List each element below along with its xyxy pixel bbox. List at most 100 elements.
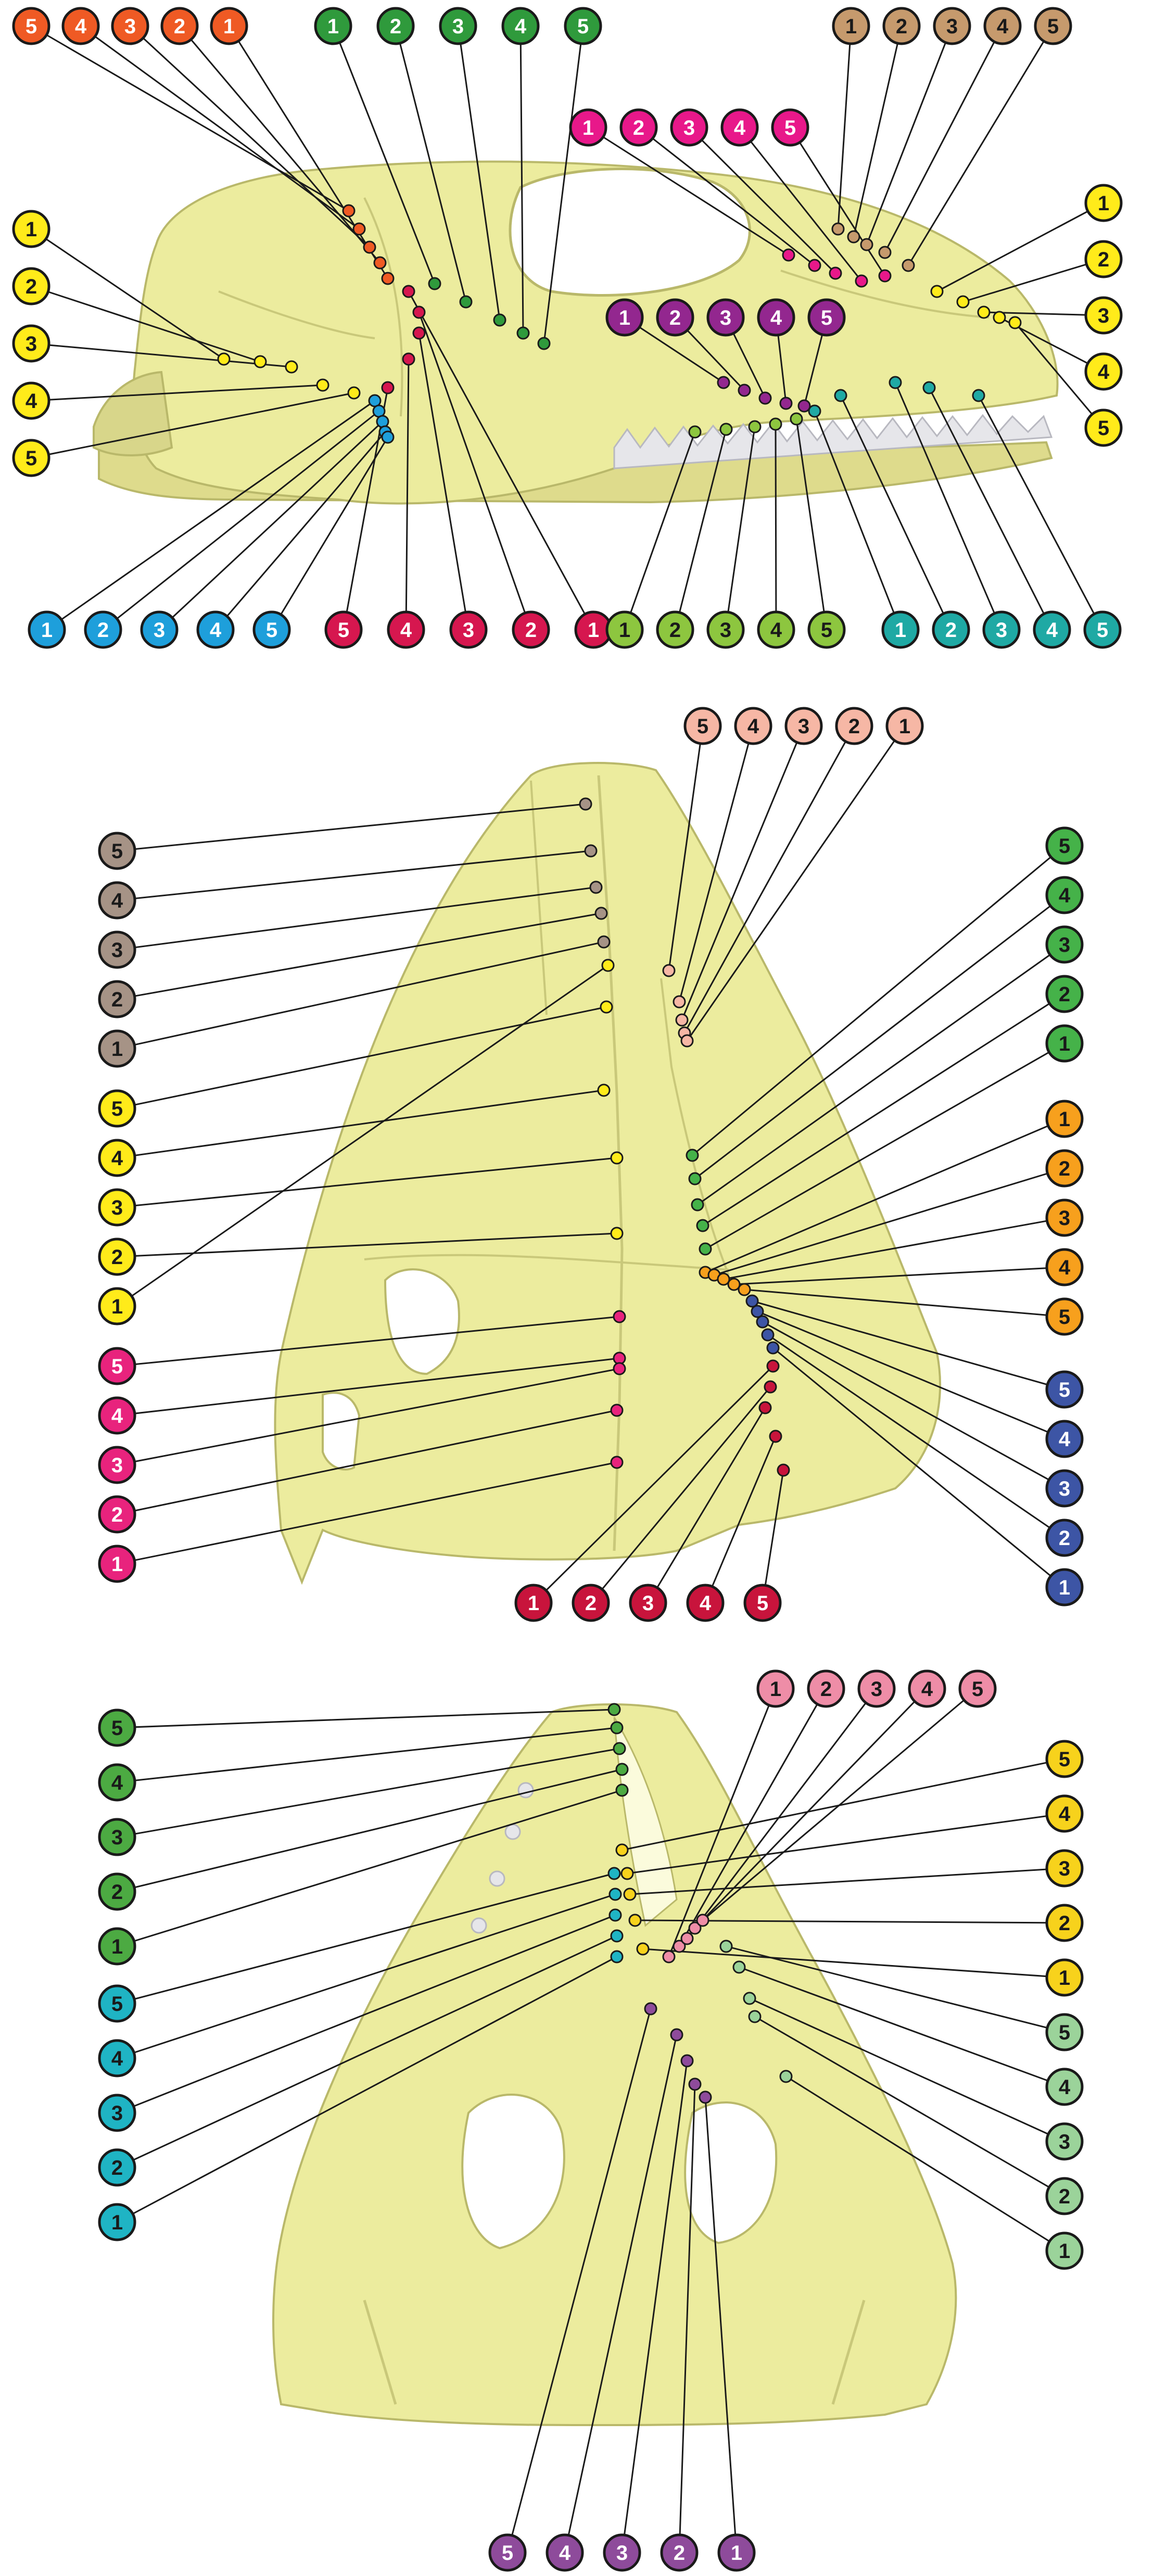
- landmark-point: [751, 1305, 764, 1318]
- landmark-number: 5: [821, 619, 832, 642]
- landmark-label-badge: 2: [98, 980, 136, 1018]
- landmark-number: 2: [390, 15, 401, 38]
- landmark-point: [217, 352, 231, 366]
- landmark-label-badge: 4: [1033, 610, 1071, 649]
- dorsal-landmark-points: [579, 797, 790, 1477]
- landmark-number: 2: [111, 1246, 123, 1269]
- leader-line: [726, 1945, 1065, 2033]
- landmark-number: 1: [1059, 1967, 1070, 1990]
- landmark-point: [584, 844, 598, 858]
- label-circle: [882, 7, 921, 45]
- leader-line: [418, 333, 470, 630]
- label-circle: [1045, 1958, 1084, 1997]
- landmark-point: [834, 389, 847, 402]
- landmark-point: [285, 360, 298, 374]
- label-circle: [98, 1089, 136, 1128]
- landmark-point: [732, 1960, 746, 1974]
- landmark-label-badge: 5: [743, 1584, 782, 1622]
- landmark-point: [373, 256, 387, 270]
- label-circle: [1045, 2122, 1084, 2161]
- landmark-number: 3: [946, 15, 958, 38]
- label-circle: [683, 707, 722, 745]
- landmark-label-badge: 4: [98, 2039, 136, 2077]
- landmark-number: 1: [111, 1935, 123, 1958]
- label-circle: [98, 881, 136, 920]
- landmark-point: [597, 1083, 611, 1097]
- label-circle: [619, 108, 658, 147]
- leader-line: [814, 411, 902, 630]
- ventral-leader-lines: [117, 1688, 1065, 2553]
- landmark-point: [688, 1172, 702, 1185]
- leader-line: [789, 127, 886, 276]
- landmark-label-badge: 3: [1084, 296, 1123, 335]
- landmark-number: 3: [720, 619, 731, 642]
- label-circle: [98, 1984, 136, 2023]
- landmark-number: 3: [111, 1454, 123, 1477]
- landmark-label-badge: 4: [908, 1669, 946, 1708]
- leader-line: [714, 1167, 1065, 1276]
- landmark-label-badge: 4: [98, 1139, 136, 1177]
- landmark-number: 5: [1047, 15, 1059, 38]
- landmark-label-badge: 1: [717, 2533, 756, 2572]
- leader-line: [1014, 322, 1105, 428]
- label-circle: [1033, 610, 1071, 649]
- label-circle: [98, 1872, 136, 1911]
- landmark-label-badge: 2: [160, 7, 199, 45]
- leader-line: [627, 1813, 1065, 1874]
- landmark-point: [673, 1940, 686, 1953]
- leader-line: [744, 1289, 1065, 1318]
- leader-line: [785, 2075, 1065, 2252]
- landmark-point: [613, 1310, 626, 1323]
- leader-line: [686, 725, 906, 1041]
- landmark-label-badge: 4: [546, 2533, 584, 2572]
- landmark-number: 5: [111, 1993, 123, 2016]
- leader-line: [853, 25, 903, 237]
- landmark-number: 1: [223, 15, 235, 38]
- landmark-label-badge: 4: [1045, 1794, 1084, 1833]
- landmark-point: [738, 1283, 751, 1296]
- label-circle: [1045, 925, 1084, 964]
- landmark-label-badge: 3: [98, 1818, 136, 1856]
- landmark-label-badge: 3: [111, 7, 149, 45]
- landmark-label-badge: 5: [1084, 409, 1123, 447]
- landmark-point: [758, 1401, 772, 1414]
- label-circle: [958, 1669, 997, 1708]
- landmark-number: 3: [124, 15, 136, 38]
- landmark-label-badge: 4: [1084, 352, 1123, 391]
- leader-line: [408, 291, 594, 630]
- landmark-number: 4: [747, 715, 759, 738]
- label-circle: [1045, 1297, 1084, 1336]
- landmark-point: [745, 1294, 759, 1308]
- landmark-number: 4: [1059, 884, 1071, 907]
- leader-line: [271, 437, 389, 630]
- landmark-number: 2: [111, 988, 123, 1011]
- landmark-number: 4: [111, 1771, 123, 1794]
- label-circle: [98, 2094, 136, 2132]
- leader-line: [117, 941, 604, 1050]
- landmark-label-badge: 5: [324, 610, 363, 649]
- landmark-label-badge: 3: [933, 7, 971, 45]
- leader-line: [117, 1232, 617, 1258]
- landmark-point: [790, 412, 803, 426]
- label-circle: [1045, 1904, 1084, 1942]
- landmark-point: [889, 376, 902, 389]
- landmark-label-badge: 2: [12, 267, 50, 305]
- landmark-number: 5: [784, 117, 796, 139]
- landmark-number: 3: [616, 2542, 628, 2565]
- label-circle: [501, 7, 540, 45]
- landmark-label-badge: 2: [1045, 1149, 1084, 1188]
- landmark-number: 4: [75, 15, 87, 38]
- landmark-number: 1: [1059, 1032, 1070, 1055]
- landmark-number: 4: [111, 889, 123, 912]
- landmark-number: 4: [1046, 619, 1058, 642]
- suture-line: [363, 197, 403, 417]
- label-circle: [98, 930, 136, 969]
- landmark-number: 5: [1059, 1306, 1070, 1329]
- landmark-label-badge: 1: [514, 1584, 553, 1622]
- leader-line: [117, 1748, 620, 1838]
- vacuity-left: [461, 2094, 565, 2250]
- label-circle: [1084, 184, 1123, 222]
- leader-line: [837, 25, 852, 229]
- landmark-number: 2: [585, 1592, 597, 1615]
